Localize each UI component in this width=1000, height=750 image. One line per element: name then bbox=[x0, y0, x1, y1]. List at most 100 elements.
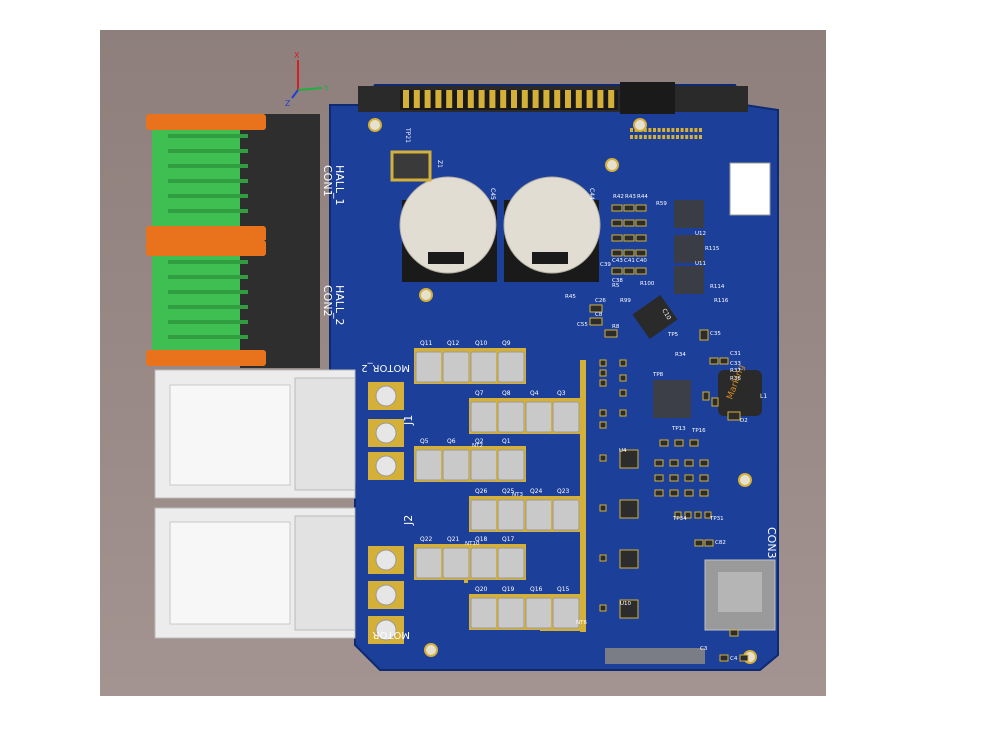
axis-x-label: X bbox=[294, 51, 300, 60]
z1-label: Z1 bbox=[436, 160, 443, 168]
smd-component bbox=[611, 249, 623, 257]
tp21-label: TP21 bbox=[404, 127, 411, 143]
ref-designator-label: R8 bbox=[612, 324, 620, 330]
j1-label: J1 bbox=[402, 415, 415, 426]
ref-designator-label: R43 bbox=[625, 194, 636, 200]
ref-designator-label: C41 bbox=[624, 258, 635, 264]
header-pin bbox=[586, 90, 593, 108]
mosfet-body bbox=[442, 449, 470, 481]
smd-component bbox=[699, 474, 709, 482]
mosfet-label: Q9 bbox=[502, 340, 511, 347]
smd-component bbox=[699, 329, 709, 341]
fine-pitch-pad bbox=[699, 135, 702, 139]
header-pin bbox=[413, 90, 420, 108]
ref-designator-label: TP8 bbox=[652, 372, 664, 378]
smd-component bbox=[623, 219, 635, 227]
fine-pitch-pad bbox=[676, 128, 679, 132]
mosfet-body bbox=[552, 597, 580, 629]
cad-3d-viewport[interactable]: X Y Z bbox=[100, 30, 826, 696]
switch-block[interactable] bbox=[729, 162, 771, 216]
smd-component bbox=[684, 474, 694, 482]
ref-designator-label: C33 bbox=[730, 361, 741, 367]
fine-pitch-pad bbox=[671, 135, 675, 139]
c45-label: C45 bbox=[489, 188, 496, 200]
smd-component bbox=[589, 304, 603, 313]
ref-designator-label: R37 bbox=[730, 368, 741, 374]
header-pin bbox=[521, 90, 528, 108]
ref-designator-label: NT10 bbox=[465, 541, 480, 547]
mosfet-body bbox=[497, 547, 525, 579]
motor-terminal-pin bbox=[375, 549, 397, 571]
header-pin bbox=[554, 90, 561, 108]
smd-component bbox=[599, 369, 607, 377]
motor-terminal-pin bbox=[375, 455, 397, 477]
fine-pitch-pad bbox=[653, 128, 656, 132]
bottom-edge-connector bbox=[605, 648, 705, 664]
smd-component bbox=[669, 489, 679, 497]
mosfet-body bbox=[442, 351, 470, 383]
l1-label: L1 bbox=[760, 393, 767, 400]
smd-component bbox=[599, 359, 607, 367]
connector-pin bbox=[168, 275, 248, 279]
mounting-hole bbox=[424, 643, 438, 657]
header-pin bbox=[500, 90, 507, 108]
hall1-ref: CON1 bbox=[321, 165, 334, 197]
smd-component bbox=[674, 511, 682, 519]
connector-pin bbox=[168, 194, 248, 198]
smd-component bbox=[684, 511, 692, 519]
smd-component bbox=[689, 439, 699, 447]
ref-designator-label: TP34 bbox=[672, 516, 687, 522]
ref-designator-label: R116 bbox=[714, 298, 729, 304]
c44-label: C44 bbox=[588, 188, 595, 200]
connector-pin bbox=[168, 164, 248, 168]
connector-pin bbox=[168, 320, 248, 324]
smd-component bbox=[635, 204, 647, 212]
smd-component bbox=[623, 267, 635, 275]
mosfet-label: Q2 bbox=[475, 438, 484, 445]
mosfet-body bbox=[497, 401, 525, 433]
smd-component bbox=[599, 421, 607, 429]
mounting-hole bbox=[633, 118, 647, 132]
smd-component bbox=[719, 654, 729, 662]
smd-component bbox=[669, 474, 679, 482]
smd-component bbox=[611, 234, 623, 242]
smd-component bbox=[635, 267, 647, 275]
smd-component bbox=[702, 391, 710, 401]
header-pin bbox=[511, 90, 517, 108]
smd-component bbox=[699, 489, 709, 497]
mosfet-label: Q7 bbox=[475, 390, 484, 397]
connector-pin bbox=[168, 290, 248, 294]
fine-pitch-pad bbox=[662, 135, 666, 139]
sd-card-slot-body bbox=[718, 572, 762, 612]
smd-component bbox=[704, 511, 712, 519]
connector-pin bbox=[168, 209, 248, 213]
mosfet-body bbox=[470, 597, 498, 629]
smd-component bbox=[635, 249, 647, 257]
fine-pitch-pad bbox=[643, 128, 647, 132]
fine-pitch-pad bbox=[648, 135, 652, 139]
ref-designator-label: U12 bbox=[695, 231, 706, 237]
fine-pitch-pad bbox=[689, 135, 693, 139]
smd-component bbox=[619, 599, 639, 619]
axis-z-label: Z bbox=[285, 99, 291, 108]
motor-label: MOTOR bbox=[373, 629, 410, 640]
fine-pitch-pad bbox=[689, 128, 693, 132]
mosfet-label: Q21 bbox=[447, 536, 460, 543]
fine-pitch-pad bbox=[630, 135, 633, 139]
capacitor-c44 bbox=[503, 176, 601, 282]
ref-designator-label: C8 bbox=[595, 312, 603, 318]
smd-component bbox=[739, 654, 749, 662]
fine-pitch-pad bbox=[694, 128, 698, 132]
mosfet-label: Q23 bbox=[557, 488, 570, 495]
mosfet-label: Q11 bbox=[420, 340, 433, 347]
ref-designator-label: C38 bbox=[612, 278, 623, 284]
smd-component bbox=[619, 374, 627, 382]
header-pin bbox=[457, 90, 463, 108]
ref-designator-label: C4 bbox=[730, 656, 738, 662]
mosfet-label: Q4 bbox=[530, 390, 539, 397]
ref-designator-label: TP13 bbox=[671, 426, 686, 432]
fine-pitch-pad bbox=[648, 128, 652, 132]
ref-designator-label: U4 bbox=[619, 448, 627, 454]
mosfet-body bbox=[497, 351, 525, 383]
smd-component bbox=[611, 219, 623, 227]
